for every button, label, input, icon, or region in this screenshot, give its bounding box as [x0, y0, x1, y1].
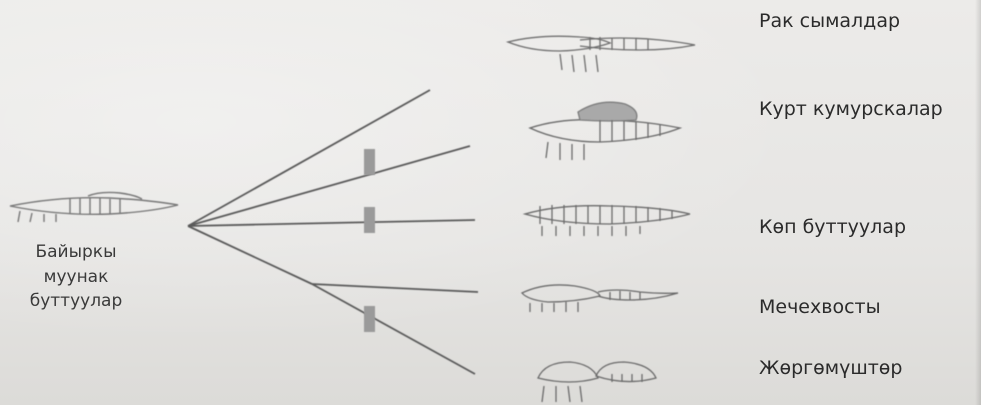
- branch-line-trilobite-like: [188, 146, 470, 226]
- crustacean-sketch: [508, 36, 695, 72]
- branch-line-arachnids: [312, 284, 475, 374]
- horseshoe-crab-sketch: [522, 285, 678, 312]
- branch-line-arachnid-stem: [188, 226, 312, 284]
- origin-label-line-3: буттуулар: [12, 289, 140, 314]
- origin-label: Байыркы муунак буттуулар: [12, 240, 140, 314]
- branch-label-myriapods: Көп буттуулар: [759, 216, 906, 239]
- branch-label-trilobite-like: Курт кумурскалар: [759, 98, 943, 121]
- branch-label-crustaceans: Рак сымалдар: [759, 10, 900, 33]
- branch-line-horseshoe-crabs: [312, 284, 478, 292]
- branch-label-arachnids: Жөргөмүштөр: [759, 357, 902, 380]
- branch-line-crustaceans: [188, 90, 430, 226]
- page-edge-shadow: [975, 0, 981, 405]
- arachnid-sketch: [538, 362, 656, 402]
- marker-myriapod-branch: [364, 207, 375, 233]
- marker-trilobite-branch: [364, 149, 375, 175]
- myriapod-sketch: [525, 205, 690, 236]
- ancestral-arthropod-sketch: [10, 192, 178, 222]
- origin-label-line-2: муунак: [12, 265, 140, 290]
- branch-lines: [188, 90, 478, 374]
- branch-label-horseshoe-crabs: Мечехвосты: [759, 296, 881, 319]
- marker-arachnid-branch: [364, 306, 375, 332]
- branch-line-myriapods: [188, 220, 475, 226]
- trilobite-like-sketch: [530, 102, 680, 160]
- origin-label-line-1: Байыркы: [12, 240, 140, 265]
